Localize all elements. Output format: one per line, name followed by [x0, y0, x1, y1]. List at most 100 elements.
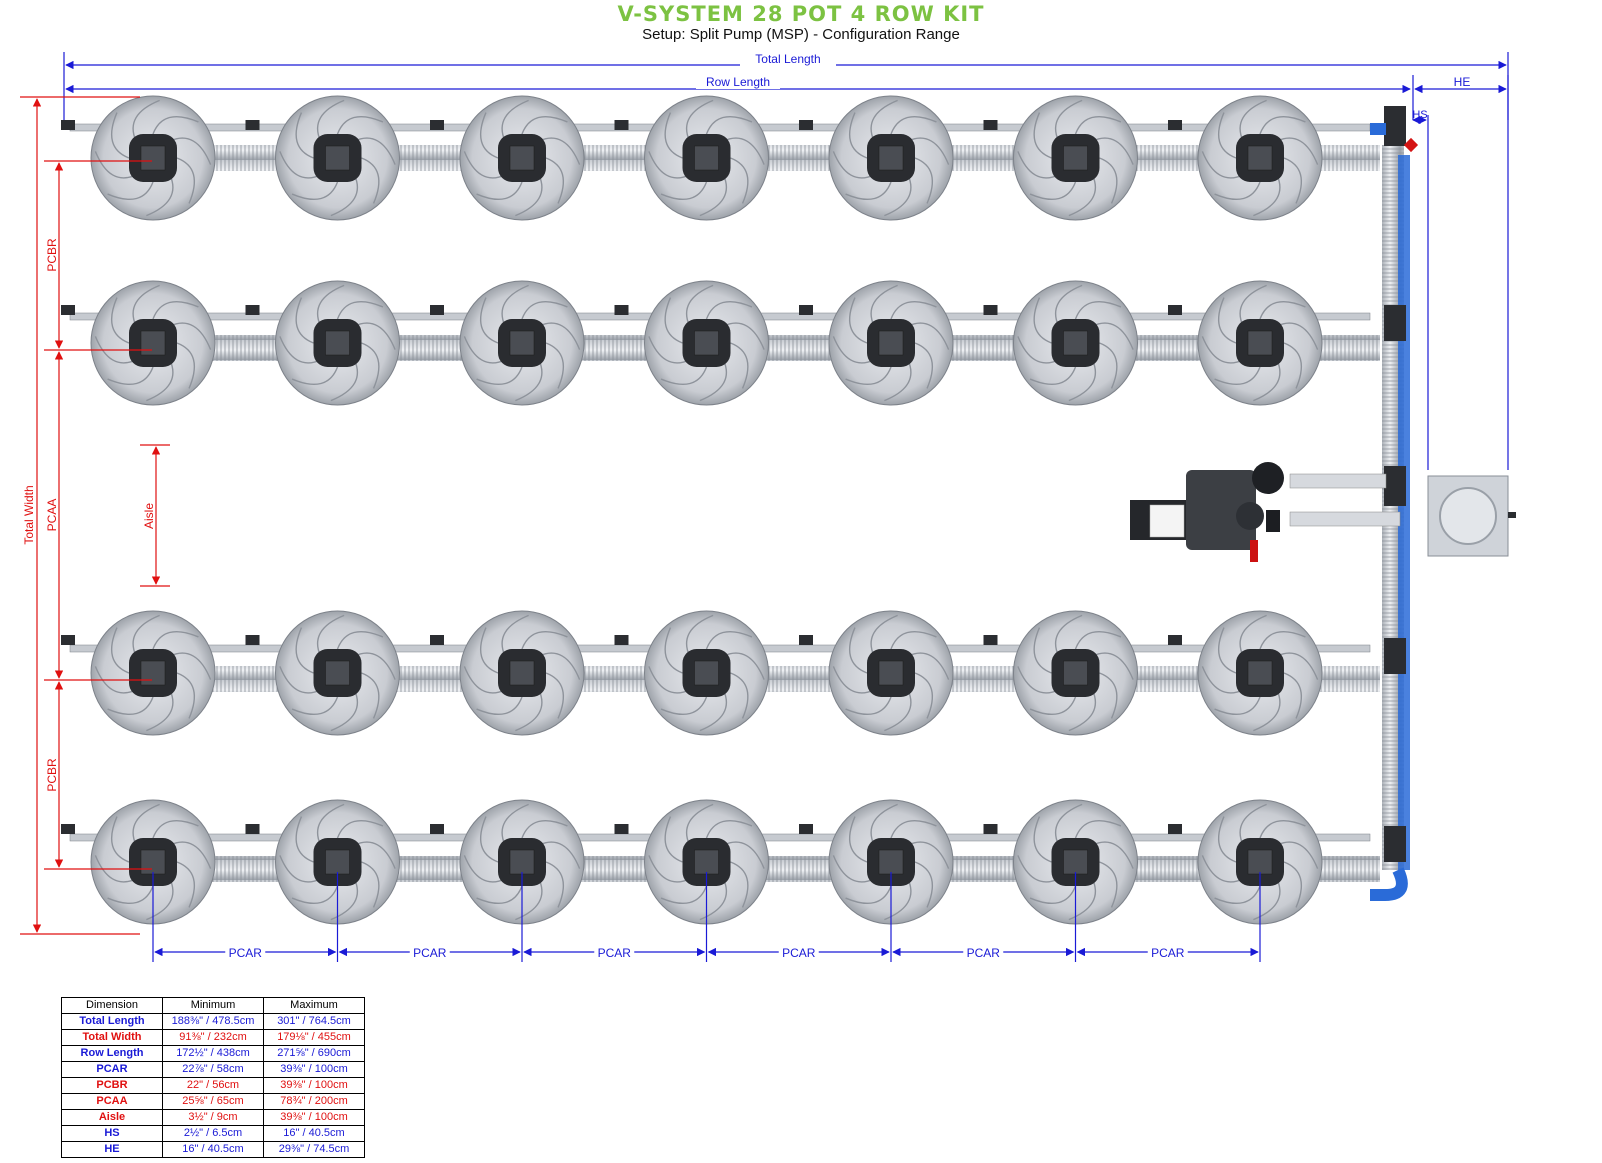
pot-drain-grate: [1063, 849, 1088, 875]
dimension-labels: Total Length Row Length HE HS Total Widt…: [22, 52, 1470, 960]
pot-blade: [1074, 300, 1122, 320]
manifold-tee-2: [1384, 305, 1406, 341]
pot-drain-grate: [325, 849, 350, 875]
pot-blade: [848, 627, 868, 674]
pot-blade: [463, 151, 506, 179]
pot-connector: [983, 635, 998, 645]
pot-blade: [890, 300, 937, 320]
pot: [614, 799, 769, 925]
pot-blade: [648, 336, 690, 364]
pot-drain-grate: [878, 849, 904, 875]
pot-blade: [890, 630, 937, 650]
pot-blade: [914, 861, 934, 908]
pot-blade: [914, 672, 934, 719]
pot-drain-grate: [140, 330, 166, 356]
diagram-title: V-SYSTEM 28 POT 4 ROW KIT: [617, 2, 985, 26]
pot-blade: [890, 115, 937, 135]
maximum-cell: 39⅜" / 100cm: [263, 1061, 365, 1078]
pot-blade: [1068, 689, 1097, 732]
pot-blade: [848, 297, 868, 344]
pot-blade: [1201, 666, 1244, 694]
minimum-cell: 172½" / 438cm: [162, 1045, 264, 1062]
pot-blade: [1259, 819, 1306, 839]
dimension-name-cell: PCAA: [61, 1093, 163, 1110]
pot-blade: [336, 630, 384, 650]
pot-drain-grate: [694, 330, 719, 356]
pump-label: [1149, 504, 1185, 538]
pot-blade: [330, 878, 359, 921]
pot-blade: [1033, 112, 1052, 159]
pot-blade: [279, 336, 321, 364]
pot-connector: [983, 824, 998, 834]
pot-blade: [884, 359, 912, 402]
dimension-name-cell: Total Width: [61, 1029, 163, 1046]
pump-body: [1186, 470, 1256, 550]
pump-upper-gauge: [1252, 462, 1284, 494]
maximum-cell: 39⅜" / 100cm: [263, 1109, 365, 1126]
maximum-cell: 39⅜" / 100cm: [263, 1077, 365, 1094]
pot-blade: [1276, 322, 1319, 350]
pot-blade: [132, 614, 160, 657]
maximum-cell: 78¾" / 200cm: [263, 1093, 365, 1110]
manifold-top-valve: [1370, 123, 1386, 135]
pot-blade: [1239, 99, 1267, 142]
pot-blade: [521, 300, 568, 320]
pot: [799, 799, 954, 925]
pot-blade: [1068, 359, 1097, 402]
pot: [245, 280, 400, 406]
pot-blade: [515, 359, 543, 402]
pot-blade: [295, 627, 314, 674]
pot-connector: [61, 635, 75, 645]
pot-blade: [1283, 672, 1303, 719]
pot-blade: [870, 284, 898, 327]
pot-blade: [884, 174, 912, 217]
pot-blade: [545, 157, 565, 204]
pot-blade: [884, 689, 912, 732]
row-length-label: Row Length: [706, 75, 770, 89]
manifold-top-tee: [1384, 106, 1406, 146]
table-header-cell: Minimum: [162, 997, 264, 1014]
pot-blade: [1253, 878, 1281, 921]
pot-connector: [430, 635, 444, 645]
pot-blade: [545, 672, 565, 719]
pot-connector: [614, 305, 629, 315]
pot: [983, 280, 1138, 406]
dimension-name-cell: Total Length: [61, 1013, 163, 1030]
pot-blade: [463, 855, 506, 883]
pot-blade: [538, 137, 581, 165]
pot-blade: [1201, 855, 1244, 883]
pot-connector: [61, 120, 75, 130]
total-width-label: Total Width: [22, 485, 36, 544]
pot-drain-grate: [509, 330, 535, 356]
pot-drain-grate: [878, 145, 904, 171]
pot-blade: [538, 652, 581, 680]
pot-connector: [1168, 824, 1182, 834]
dimension-name-cell: PCBR: [61, 1077, 163, 1094]
total-length-label: Total Length: [755, 52, 820, 66]
diagram-subtitle: Setup: Split Pump (MSP) - Configuration …: [642, 26, 960, 43]
pot-blade: [94, 666, 137, 694]
pot-blade: [479, 627, 499, 674]
pot-blade: [295, 112, 314, 159]
pot-blade: [685, 803, 714, 846]
pot-blade: [291, 366, 339, 386]
pot-blade: [1074, 115, 1122, 135]
pot-grid: [61, 95, 1323, 925]
pot-blade: [330, 359, 359, 402]
pump-red-tap: [1250, 540, 1258, 562]
pot-drain-grate: [140, 849, 166, 875]
pot-blade: [730, 861, 749, 908]
pot-blade: [107, 366, 154, 386]
pot-blade: [1276, 137, 1319, 165]
table-header-row: Dimension Minimum Maximum: [61, 997, 365, 1014]
pot-connector: [614, 120, 629, 130]
pot-blade: [361, 342, 380, 389]
pcar-label: PCAR: [782, 946, 816, 960]
pot-drain-grate: [509, 145, 535, 171]
dimension-name-cell: Aisle: [61, 1109, 163, 1126]
pot-blade: [1239, 614, 1267, 657]
pot-blade: [1276, 652, 1319, 680]
